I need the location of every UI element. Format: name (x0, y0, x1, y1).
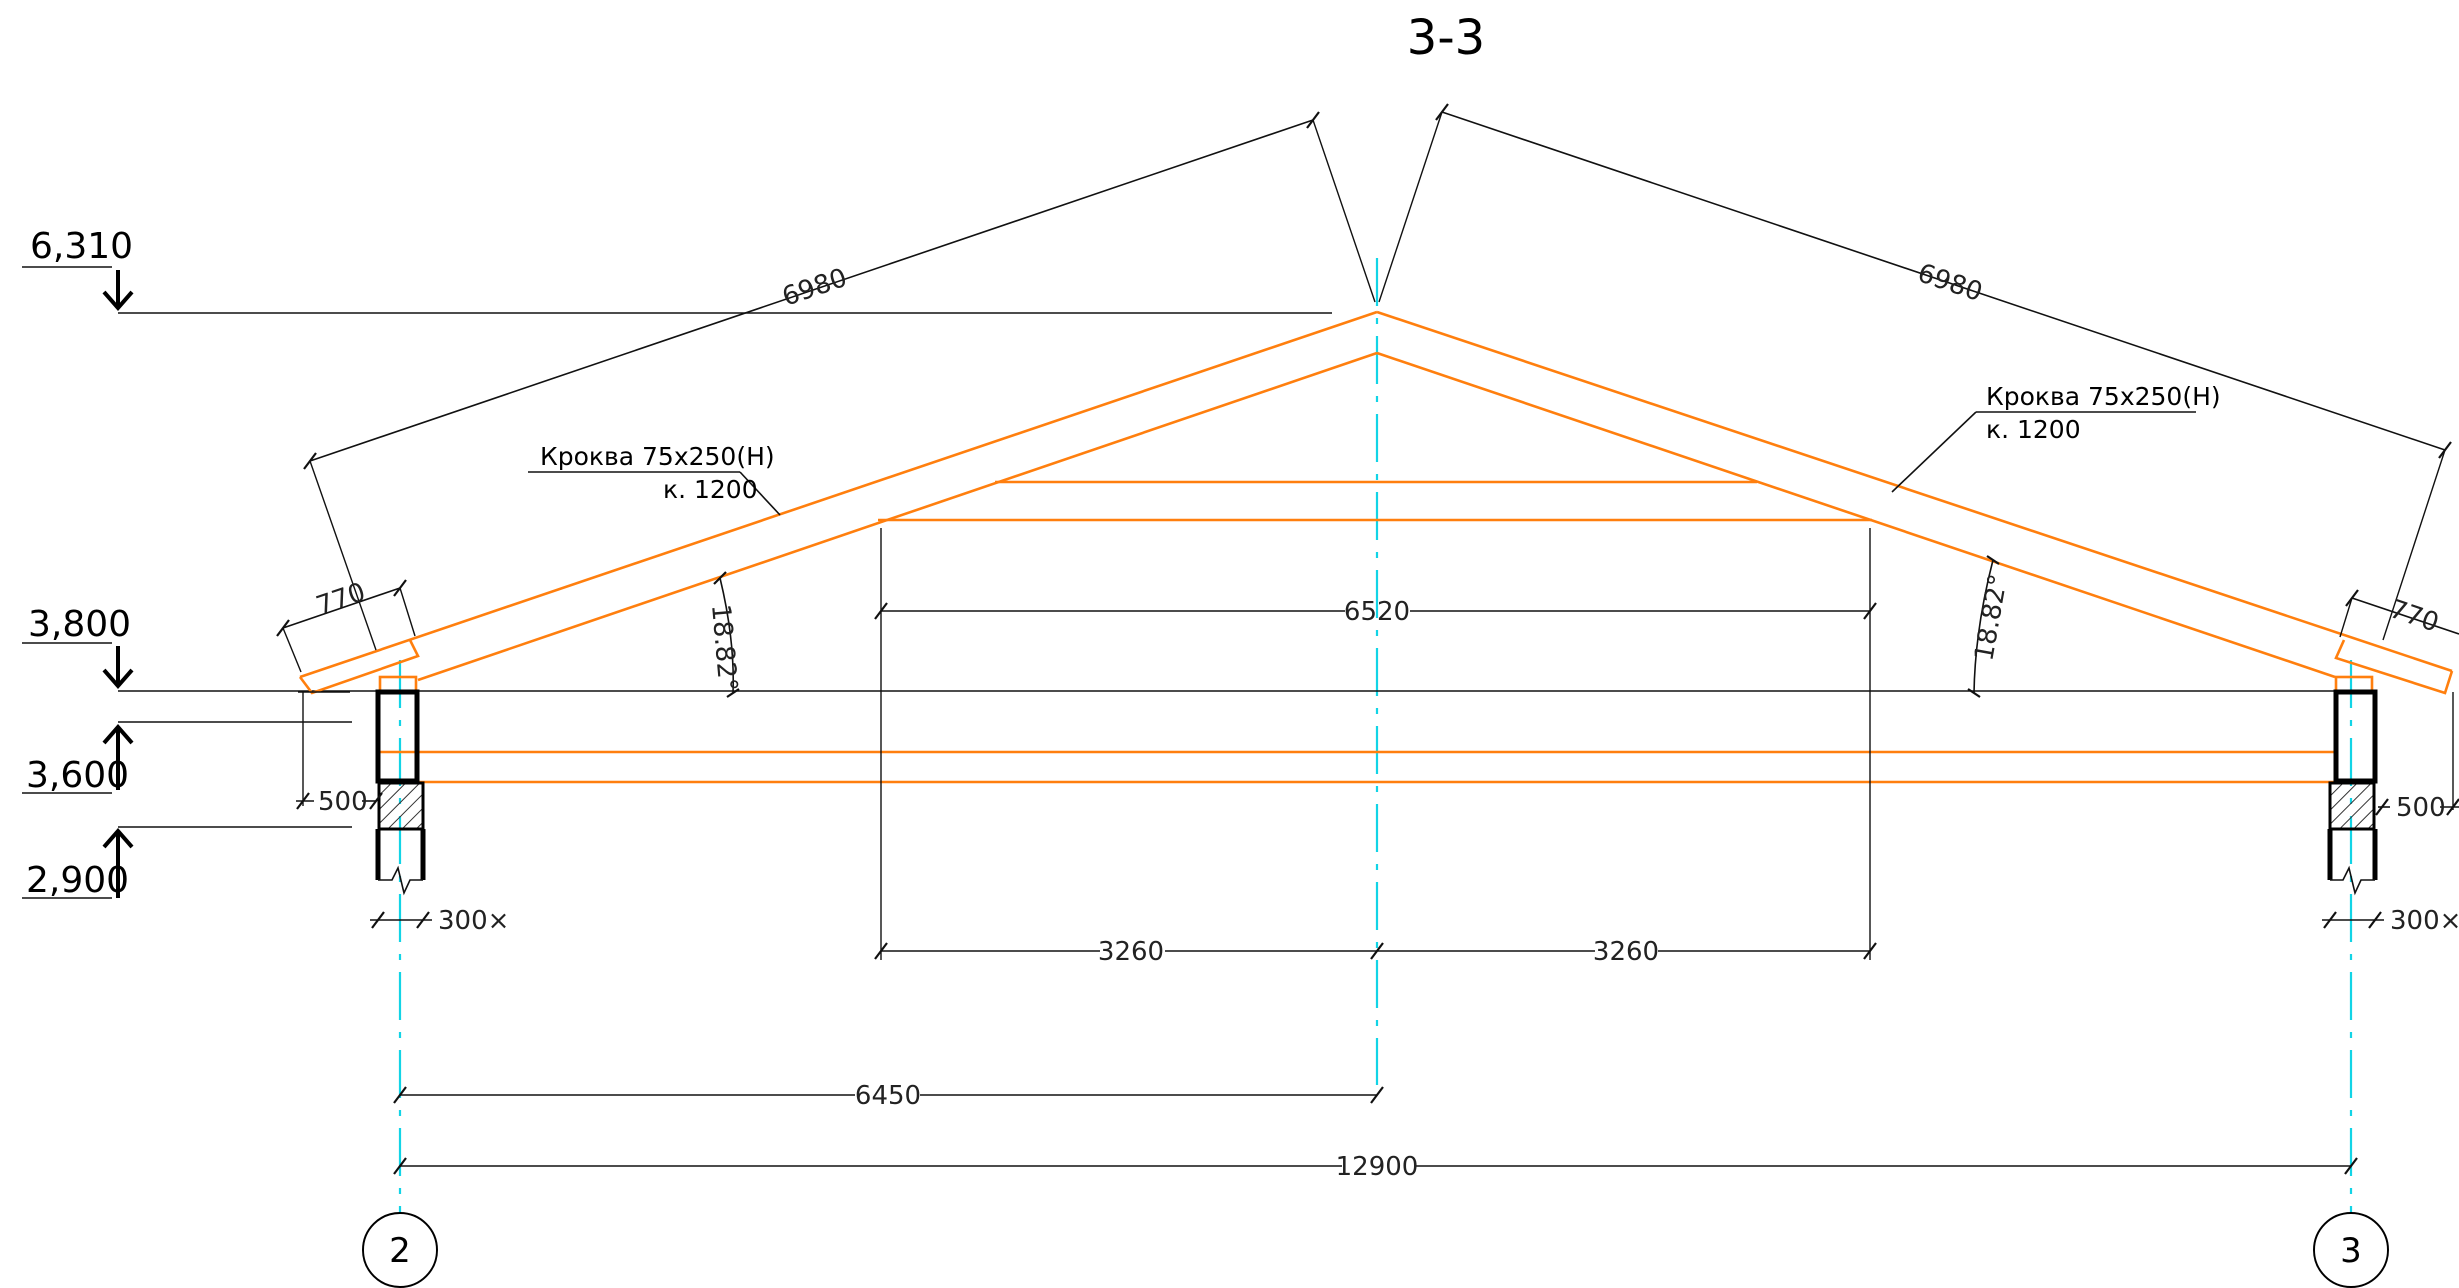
dim-slope-left: 6980 (779, 263, 851, 313)
dim-slope-right: 6980 (1914, 258, 1986, 308)
rafter-callout-left: Кроква 75х250(Н) к. 1200 (528, 442, 781, 516)
axis-bubble-3: 3 (2313, 1212, 2389, 1288)
dim-wall-height-right: 500 (2396, 793, 2446, 823)
roof-timber (298, 310, 2454, 784)
rafter-left (299, 310, 1378, 679)
dim-overhang-left: 770 (313, 577, 370, 621)
dim-wall-thickness-right: 300× (2390, 906, 2459, 936)
rafter-left-spacing: к. 1200 (663, 475, 758, 504)
rafter-callout-right: Кроква 75х250(Н) к. 1200 (1891, 382, 2221, 493)
dim-angle-left: 18.82° (705, 603, 743, 693)
dim-half-span-left: 3260 (1098, 937, 1164, 967)
rafter-right (1376, 310, 2453, 673)
axis-label-2: 2 (389, 1231, 411, 1271)
wall-right (2327, 689, 2378, 896)
level-6310: 6,310 (30, 226, 133, 267)
rafter-left-label: Кроква 75х250(Н) (540, 442, 775, 471)
rafter-right-label: Кроква 75х250(Н) (1986, 382, 2221, 411)
level-3800: 3,800 (28, 604, 131, 645)
dim-wall-height-left: 500 (318, 787, 368, 817)
dim-collar-span: 6520 (1344, 597, 1410, 627)
wall-left (375, 689, 426, 896)
dim-wall-thickness-left: 300× (438, 906, 509, 936)
axis-label-3: 3 (2340, 1231, 2362, 1271)
rafter-right-spacing: к. 1200 (1986, 415, 2081, 444)
dim-overhang-right: 770 (2386, 594, 2443, 638)
axis-bubble-2: 2 (362, 1212, 438, 1288)
level-3600: 3,600 (26, 755, 129, 796)
section-title: 3-3 (1407, 10, 1485, 66)
dimensions: 6980 6980 770 770 18.82° 18.82° (276, 103, 2459, 1182)
dim-half-axis: 6450 (855, 1081, 921, 1111)
level-2900: 2,900 (26, 860, 129, 901)
dim-angle-right: 18.82° (1969, 572, 2014, 663)
dim-half-span-right: 3260 (1593, 937, 1659, 967)
dim-axis-span: 12900 (1336, 1152, 1419, 1182)
